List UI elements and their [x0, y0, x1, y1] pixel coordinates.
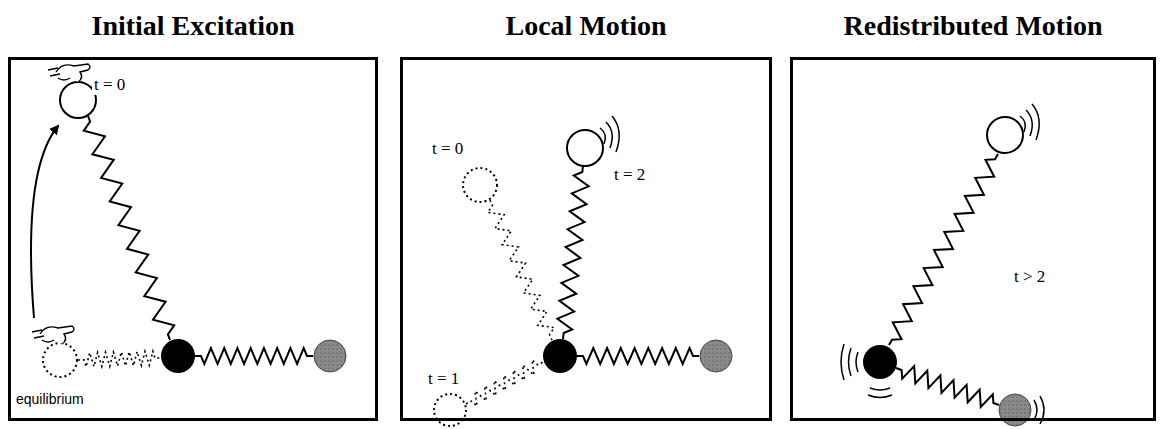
panel-box: Local Motion	[400, 57, 772, 421]
ball-grey	[700, 340, 732, 372]
panel-title: Local Motion	[383, 10, 789, 42]
panel-box: Redistributed Motion	[790, 57, 1156, 421]
ball-grey	[314, 340, 346, 372]
ball-black	[863, 345, 897, 379]
time-label: t = 1	[426, 370, 461, 389]
ball-dotted	[463, 168, 497, 202]
spring-dotted	[488, 200, 554, 340]
hand-icon	[48, 64, 90, 82]
ball-dotted	[43, 343, 77, 377]
spring	[896, 366, 999, 407]
spring	[577, 348, 699, 364]
panel-box: Initial Excitation	[8, 57, 378, 421]
ball-white	[567, 130, 603, 166]
vibration-marks	[600, 116, 619, 152]
spring-dotted	[78, 351, 161, 367]
spring	[557, 166, 588, 339]
spring	[889, 154, 998, 345]
state-label: equilibrium	[14, 392, 86, 407]
motion-arrow	[31, 126, 58, 318]
time-label: t = 0	[92, 76, 127, 95]
time-label: t = 2	[612, 166, 647, 185]
ball-black	[161, 339, 195, 373]
panel-title: Redistributed Motion	[773, 10, 1163, 42]
ball-white	[60, 82, 96, 118]
time-label: t = 0	[430, 140, 465, 159]
ball-dotted	[434, 394, 466, 426]
ball-grey	[999, 394, 1031, 426]
spring-dotted	[466, 360, 543, 406]
hand-icon	[32, 326, 74, 344]
ball-white	[987, 117, 1023, 153]
time-label: t > 2	[1012, 268, 1047, 287]
spring	[195, 348, 313, 364]
ball-black	[543, 339, 577, 373]
spring	[84, 116, 174, 340]
vibration-marks	[841, 104, 1044, 424]
panel-title: Initial Excitation	[0, 10, 395, 42]
